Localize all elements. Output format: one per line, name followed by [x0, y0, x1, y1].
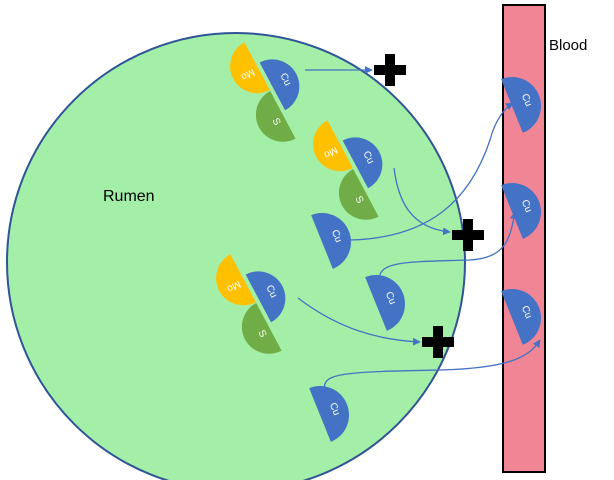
svg-text:Cu: Cu [360, 149, 376, 165]
plus-icon [374, 54, 406, 86]
svg-text:S: S [256, 328, 269, 339]
svg-text:Cu: Cu [327, 401, 342, 417]
free-cu-ion: Cu [311, 213, 351, 269]
blood-cu-ion: Cu [501, 289, 541, 345]
rumen-label: Rumen [103, 188, 155, 205]
svg-text:Cu: Cu [277, 71, 293, 87]
free-cu-ion: Cu [309, 386, 349, 442]
arrow-complex2-to-plus [393, 167, 451, 236]
blood-cu-ion: Cu [501, 77, 541, 133]
blood-cu-ion: Cu [501, 183, 541, 239]
cu-mo-s-complex: Mo Cu S [230, 42, 300, 142]
svg-text:Cu: Cu [519, 92, 534, 108]
blood-vessel [502, 4, 546, 473]
arrow-cu1-to-blood [349, 102, 514, 241]
arrow-cu2-to-blood [378, 211, 518, 283]
svg-text:Cu: Cu [519, 198, 534, 214]
cu-mo-s-complex: Mo Cu S [216, 254, 286, 354]
cu-mo-s-complex: Mo Cu S [313, 120, 383, 220]
arrow-complex3-to-plus [297, 297, 421, 346]
free-cu-ion: Cu [365, 275, 405, 331]
arrow-cu3-to-blood [323, 339, 541, 391]
svg-text:Cu: Cu [263, 283, 279, 299]
svg-text:Cu: Cu [329, 228, 344, 244]
svg-text:Cu: Cu [519, 304, 534, 320]
rumen-circle [6, 32, 466, 480]
svg-text:S: S [353, 194, 366, 205]
blood-label: Blood [549, 37, 587, 54]
svg-text:S: S [270, 116, 283, 127]
svg-text:Cu: Cu [383, 290, 398, 306]
